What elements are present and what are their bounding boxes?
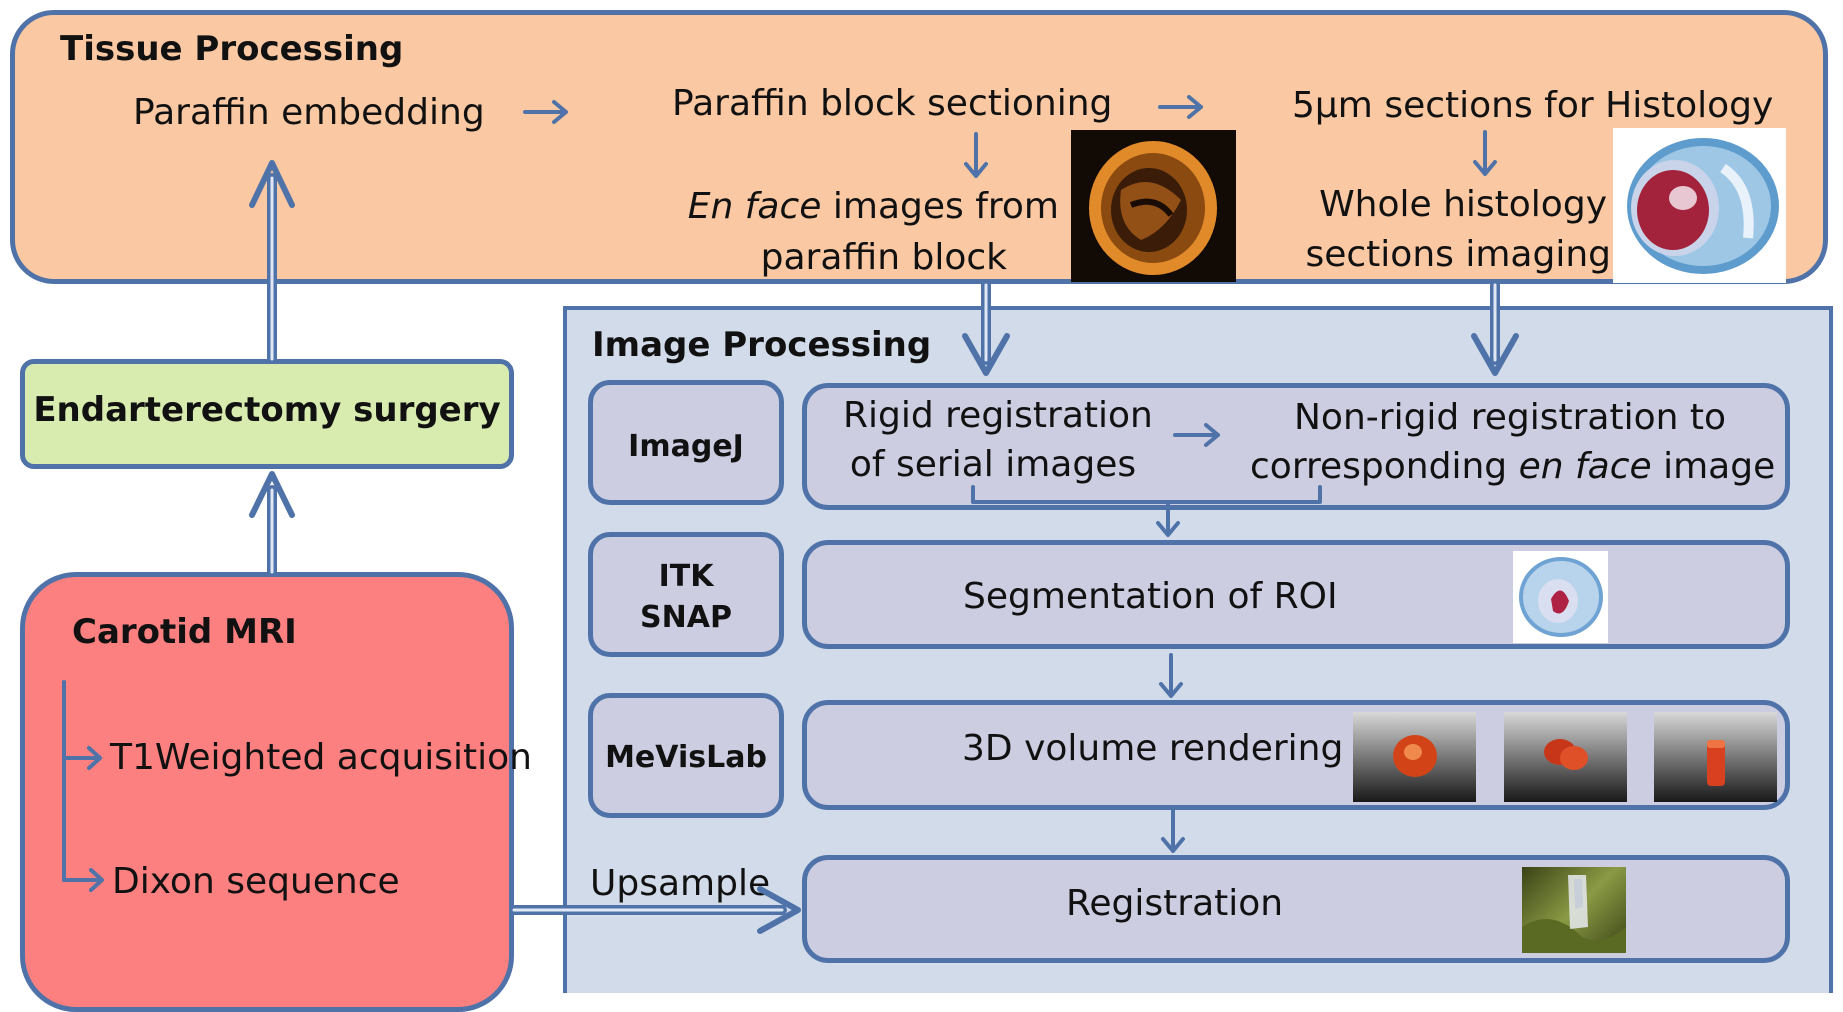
endarterectomy-surgery-box	[20, 359, 514, 469]
volume-rendering-image-1	[1353, 712, 1476, 802]
segmentation-step-box	[802, 540, 1790, 649]
rigid-registration-line2: of serial images	[849, 444, 1137, 485]
t1-weighted-label: T1Weighted acquisition	[110, 737, 532, 778]
segmentation-roi-image	[1513, 551, 1608, 643]
mevislab-label: MeVisLab	[605, 740, 767, 775]
en-face-block-image	[1071, 130, 1236, 282]
imagej-tool-box: ImageJ	[588, 380, 784, 505]
sections-imaging-label: sections imaging	[1305, 234, 1611, 275]
dixon-sequence-label: Dixon sequence	[112, 861, 400, 902]
registration-label: Registration	[1066, 883, 1284, 924]
endarterectomy-surgery-label: Endarterectomy surgery	[33, 390, 501, 430]
segmentation-label: Segmentation of ROI	[963, 576, 1338, 617]
nonrigid-corresponding-text: corresponding	[1250, 446, 1519, 487]
volume-rendering-image-2	[1504, 712, 1627, 802]
histology-section-image	[1613, 128, 1786, 283]
en-face-rest-text: images from	[821, 186, 1059, 227]
mevislab-tool-box: MeVisLab	[588, 693, 784, 818]
block-sectioning-label: Paraffin block sectioning	[672, 83, 1113, 124]
carotid-mri-title: Carotid MRI	[72, 612, 297, 652]
nonrigid-image-text: image	[1651, 446, 1776, 487]
en-face-italic-text: En face	[687, 186, 822, 227]
whole-histology-label: Whole histology	[1319, 184, 1607, 225]
image-processing-title: Image Processing	[592, 325, 932, 365]
rigid-registration-line1: Rigid registration	[843, 395, 1153, 436]
final-registration-step-box	[802, 855, 1790, 963]
paraffin-embedding-label: Paraffin embedding	[133, 92, 485, 133]
sections-histology-label: 5µm sections for Histology	[1292, 85, 1774, 126]
itk-snap-tool-box: ITK SNAP	[588, 532, 784, 657]
nonrigid-en-face-italic: en face	[1518, 446, 1652, 487]
volume-rendering-image-3	[1654, 712, 1777, 802]
nonrigid-registration-line1: Non-rigid registration to	[1294, 397, 1726, 438]
tissue-processing-panel	[10, 10, 1828, 284]
tissue-processing-title: Tissue Processing	[60, 29, 404, 69]
nonrigid-registration-line2: corresponding en face image	[1250, 444, 1775, 489]
imagej-label: ImageJ	[628, 429, 744, 464]
snap-label: SNAP	[640, 600, 732, 635]
itk-label: ITK	[658, 559, 714, 594]
paraffin-block-label: paraffin block	[760, 237, 1007, 278]
volume-rendering-label: 3D volume rendering	[962, 728, 1344, 769]
registration-image	[1522, 867, 1626, 953]
en-face-images-label: En face images from	[688, 184, 1059, 229]
upsample-label: Upsample	[590, 863, 771, 904]
